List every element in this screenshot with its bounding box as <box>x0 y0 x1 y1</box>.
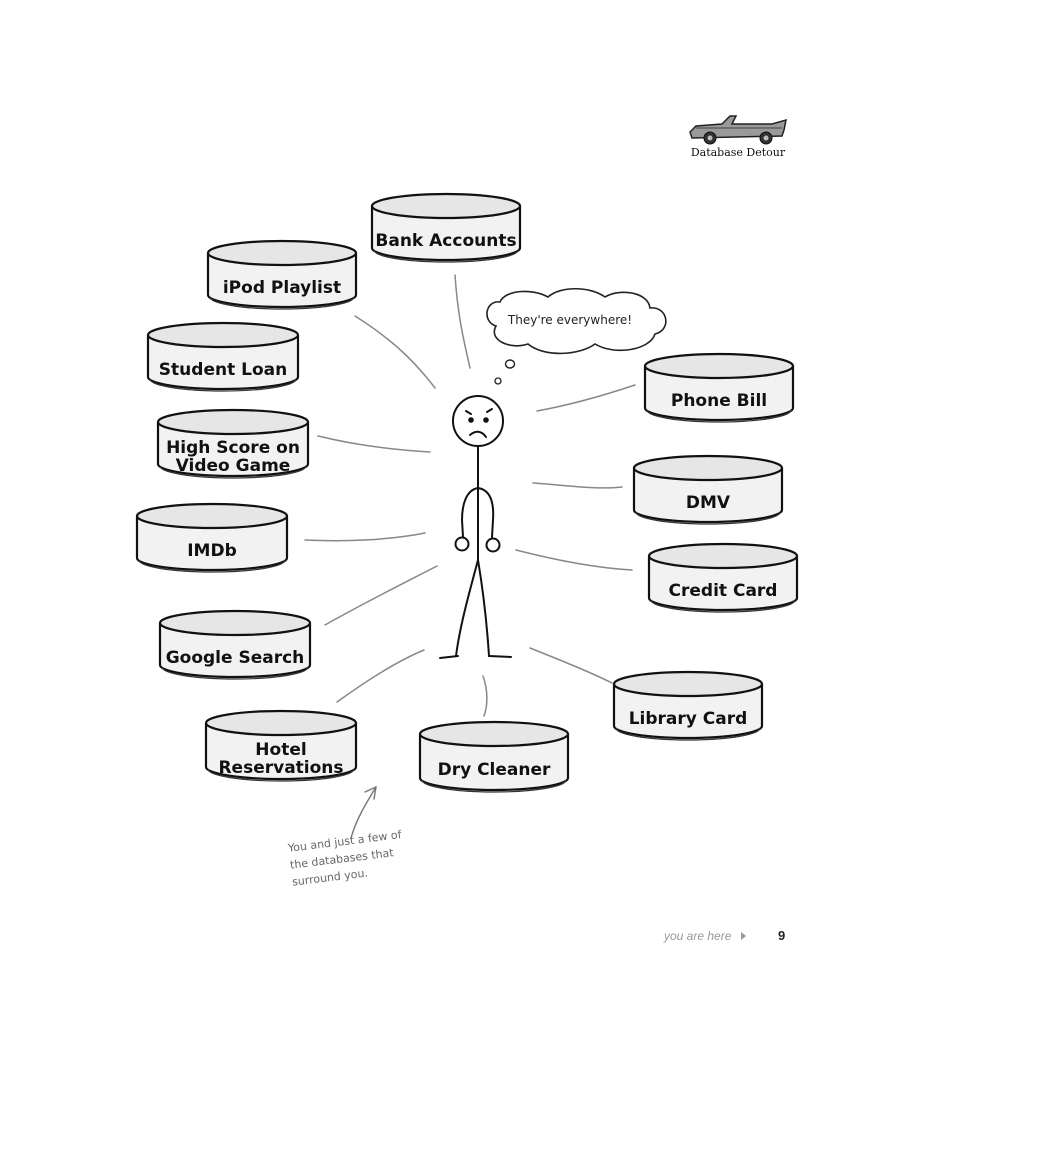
database-label-line: IMDb <box>187 541 237 561</box>
section-caption: Database Detour <box>690 146 786 159</box>
database-label-line: Dry Cleaner <box>438 760 551 780</box>
stick-figure <box>439 395 512 659</box>
database-cylinder-dry-cleaner: Dry Cleaner <box>418 720 570 793</box>
database-cylinder-google-search: Google Search <box>158 609 312 680</box>
convertible-car-icon <box>689 115 787 145</box>
database-cylinder-student-loan: Student Loan <box>146 321 300 392</box>
database-label: IMDb <box>187 541 237 561</box>
database-label: DMV <box>686 493 731 513</box>
database-label-line: High Score on <box>166 438 300 458</box>
annotation-arrow <box>350 786 377 839</box>
database-label-line: Video Game <box>176 456 291 476</box>
database-label: Library Card <box>629 709 748 729</box>
database-label-line: Bank Accounts <box>375 231 516 251</box>
database-cylinder-ipod-playlist: iPod Playlist <box>206 239 358 310</box>
database-cylinder-dmv: DMV <box>632 454 784 525</box>
database-label: Student Loan <box>159 360 287 380</box>
database-cylinder-library-card: Library Card <box>612 670 764 741</box>
database-label: Google Search <box>166 648 305 668</box>
database-label: Credit Card <box>669 581 778 601</box>
database-label-line: Google Search <box>166 648 305 668</box>
database-label-line: Hotel <box>255 740 306 760</box>
database-label-line: Library Card <box>629 709 748 729</box>
database-label-line: Student Loan <box>159 360 287 380</box>
triangle-right-icon <box>741 932 746 940</box>
thought-bubble-text: They're everywhere! <box>507 313 632 327</box>
database-cylinder-phone-bill: Phone Bill <box>643 352 795 423</box>
database-cylinder-credit-card: Credit Card <box>647 542 799 613</box>
database-cylinder-imdb: IMDb <box>135 502 289 573</box>
database-label-line: DMV <box>686 493 731 513</box>
database-label-line: iPod Playlist <box>223 278 341 298</box>
you-are-here-label: you are here <box>664 929 732 943</box>
connector-lines <box>304 274 636 717</box>
database-label-line: Phone Bill <box>671 391 767 411</box>
database-cylinder-bank-accounts: Bank Accounts <box>370 192 522 263</box>
database-label: Bank Accounts <box>375 231 516 251</box>
database-label: Dry Cleaner <box>438 760 551 780</box>
page-number: 9 <box>778 928 786 943</box>
thought-bubble: They're everywhere! <box>486 288 667 385</box>
database-label-line: Credit Card <box>669 581 778 601</box>
database-label: iPod Playlist <box>223 278 341 298</box>
database-label: Phone Bill <box>671 391 767 411</box>
database-label-line: Reservations <box>218 758 343 778</box>
